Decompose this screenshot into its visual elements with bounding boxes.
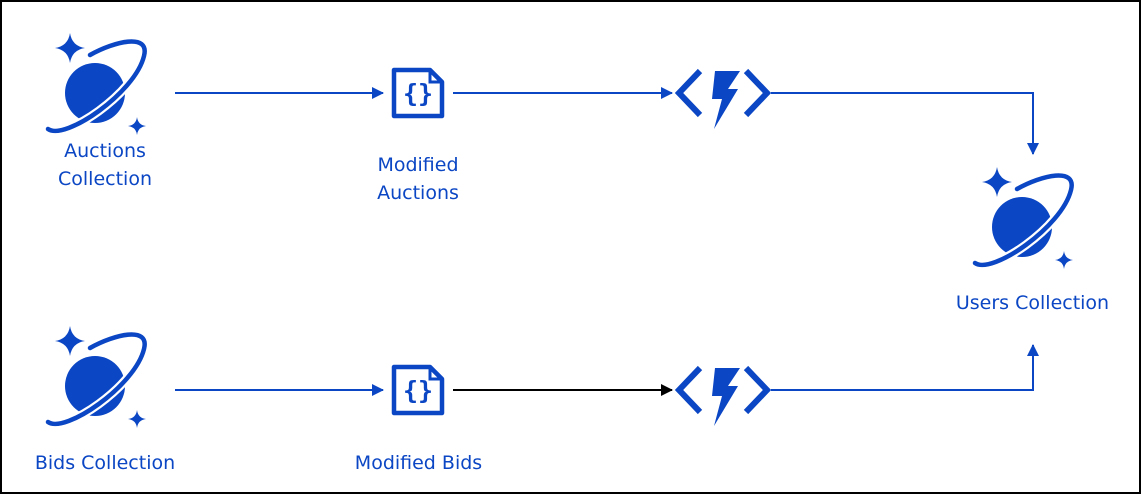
users-collection-label: Users Collection <box>955 292 1110 314</box>
edge-auctions-function-to-users <box>771 92 1039 155</box>
auctions-collection-label-line1: Auctions <box>64 140 146 162</box>
auctions-collection-label: Auctions Collection <box>40 137 170 193</box>
modified-auctions-label-line2: Auctions <box>377 182 459 204</box>
modified-bids-label: Modified Bids <box>354 452 483 474</box>
modified-bids-json-icon <box>394 367 442 413</box>
bids-collection-icon <box>48 326 146 428</box>
modified-auctions-label: Modified Auctions <box>353 151 483 207</box>
modified-auctions-json-icon <box>394 70 442 116</box>
bids-function-icon <box>679 368 767 426</box>
auctions-function-icon <box>679 71 767 129</box>
edge-bids-function-to-users <box>771 344 1039 391</box>
modified-auctions-label-line1: Modified <box>377 154 459 176</box>
users-collection-icon <box>975 167 1073 269</box>
bids-collection-label: Bids Collection <box>34 452 176 474</box>
auctions-collection-label-line2: Collection <box>58 168 152 190</box>
auctions-collection-icon <box>48 33 146 135</box>
